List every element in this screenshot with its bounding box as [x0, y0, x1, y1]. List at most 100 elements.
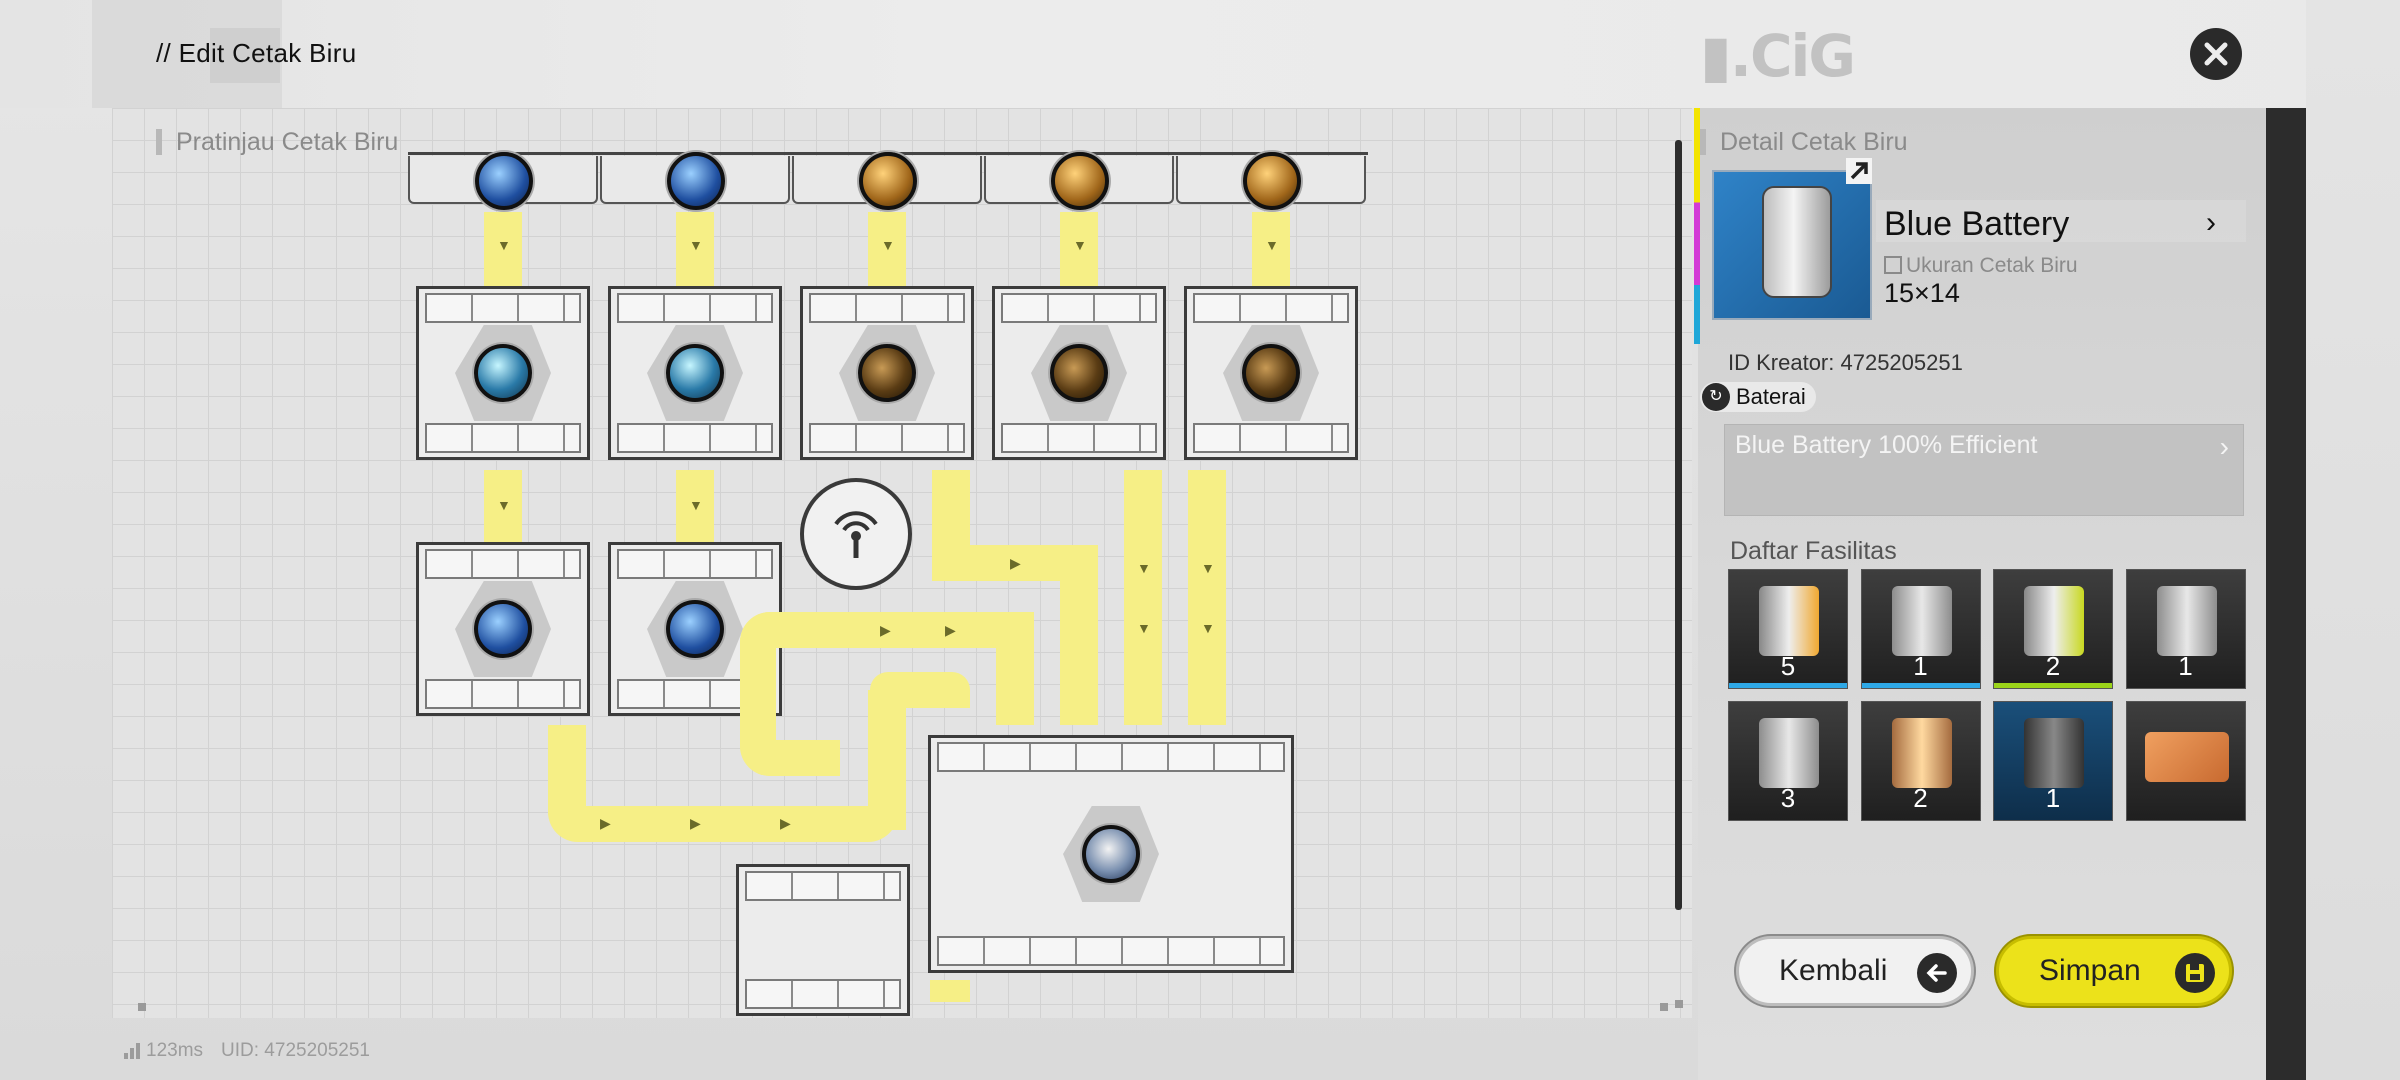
- conveyor-belt[interactable]: [1252, 212, 1290, 286]
- facility-list: 5 1 2 1 3 2 1: [1728, 569, 2246, 825]
- facility-strip: [1861, 683, 1980, 688]
- refining-unit[interactable]: [992, 286, 1166, 460]
- save-button[interactable]: Simpan: [1996, 936, 2232, 1006]
- blueprint-size-value: 15×14: [1884, 278, 1960, 308]
- conveyor-belt[interactable]: [930, 980, 970, 1002]
- conveyor-belt[interactable]: [1188, 470, 1226, 725]
- conveyor-belt[interactable]: [868, 690, 906, 830]
- status-bar: 123ms UID: 4725205251: [124, 1040, 370, 1062]
- blue-crystal-part-icon: [666, 600, 724, 658]
- facility-count: 3: [1780, 783, 1796, 813]
- preview-label: Pratinjau Cetak Biru: [156, 129, 398, 155]
- conveyor-belt[interactable]: [484, 470, 522, 544]
- conveyor-belt[interactable]: [1060, 545, 1098, 725]
- share-icon[interactable]: [1844, 156, 1874, 186]
- blue-crystal-part-icon: [474, 600, 532, 658]
- conveyor-belt[interactable]: [548, 725, 586, 815]
- floppy-disk-icon: [2175, 953, 2215, 993]
- belt-direction-arrow: ▼: [689, 237, 703, 253]
- close-button[interactable]: [2190, 28, 2242, 80]
- refining-unit[interactable]: [1184, 286, 1358, 460]
- facility-item[interactable]: 1: [2125, 569, 2246, 689]
- conveyor-belt[interactable]: [548, 806, 898, 842]
- belt-direction-arrow: ▼: [1201, 560, 1215, 576]
- conveyor-belt[interactable]: [868, 212, 906, 286]
- facility-count: 2: [1913, 783, 1928, 813]
- refining-unit[interactable]: [416, 286, 590, 460]
- chevron-right-icon: ›: [2219, 431, 2229, 462]
- facility-count: 1: [1913, 651, 1928, 681]
- battery-product-icon: [1082, 825, 1140, 883]
- belt-direction-arrow: ▼: [497, 237, 511, 253]
- right-margin: [2306, 0, 2400, 1080]
- refined-crystal-icon: [666, 344, 724, 402]
- assembly-unit[interactable]: [928, 735, 1294, 973]
- facility-count: 1: [2178, 651, 2193, 681]
- header: // Edit Cetak Biru ▮.CiG: [0, 0, 2400, 108]
- latency-value: 123ms: [146, 1040, 204, 1061]
- belt-direction-arrow: ▶: [780, 815, 791, 831]
- conveyor-belt[interactable]: [676, 470, 714, 544]
- blue-ore-icon: [475, 152, 533, 210]
- facility-item[interactable]: [2125, 701, 2246, 821]
- refined-crystal-icon: [474, 344, 532, 402]
- arrow-left-icon: [1917, 953, 1957, 993]
- belt-direction-arrow: ▶: [945, 622, 956, 638]
- close-icon: [2204, 42, 2228, 66]
- blueprint-name-row[interactable]: [1876, 200, 2246, 242]
- relay-tower-icon: [2024, 718, 2084, 788]
- blueprint-size-label: Ukuran Cetak Biru: [1884, 254, 2078, 278]
- belt-direction-arrow: ▼: [881, 237, 895, 253]
- amber-ore-icon: [859, 152, 917, 210]
- facility-count: 2: [2045, 651, 2061, 681]
- facility-item[interactable]: 5: [1728, 569, 1848, 689]
- facility-count: 5: [1780, 651, 1796, 681]
- conveyor-belt[interactable]: [932, 470, 970, 550]
- conveyor-belt[interactable]: [676, 212, 714, 286]
- category-tag: ↻ Baterai: [1700, 382, 1816, 412]
- conveyor-belt[interactable]: [996, 612, 1034, 725]
- amber-chunk-icon: [858, 344, 916, 402]
- brand-logo: ▮.CiG: [1700, 22, 1856, 90]
- corner-marker: [138, 1003, 146, 1011]
- blueprint-thumbnail: [1712, 170, 1872, 320]
- back-label: Kembali: [1779, 954, 1888, 987]
- panel-accent-strip: [1694, 108, 1700, 344]
- signal-icon: [124, 1043, 140, 1059]
- conveyor-belt[interactable]: [484, 212, 522, 286]
- blueprint-name: Blue Battery: [1884, 205, 2070, 243]
- facility-count: 1: [2045, 783, 2061, 813]
- battery-image: [1762, 186, 1832, 298]
- relay-tower[interactable]: [800, 478, 912, 590]
- antenna-icon: [834, 511, 878, 558]
- storage-unit-icon: [2156, 586, 2217, 656]
- preview-scrollbar[interactable]: [1675, 140, 1682, 910]
- creator-id: ID Kreator: 4725205251: [1728, 350, 1963, 375]
- storage-unit[interactable]: [736, 864, 910, 1016]
- back-button[interactable]: Kembali: [1736, 936, 1974, 1006]
- conveyor-belt[interactable]: [804, 612, 1034, 648]
- facility-item[interactable]: 1: [1993, 701, 2113, 821]
- latency-indicator: 123ms: [124, 1040, 203, 1062]
- facility-item[interactable]: 2: [1860, 701, 1981, 821]
- refining-unit[interactable]: [800, 286, 974, 460]
- battery-tag-icon: ↻: [1702, 383, 1730, 411]
- conveyor-belt[interactable]: [740, 612, 840, 776]
- header-decoration-block: [210, 28, 280, 83]
- panel-edge: [2266, 108, 2306, 1080]
- refining-unit[interactable]: [608, 286, 782, 460]
- conveyor-belt[interactable]: [1060, 212, 1098, 286]
- amber-chunk-icon: [1242, 344, 1300, 402]
- belt-direction-arrow: ▼: [1137, 560, 1151, 576]
- corner-marker: [1660, 1003, 1668, 1011]
- shaping-unit-icon: [1891, 586, 1952, 656]
- facility-item[interactable]: 3: [1728, 701, 1848, 821]
- splitter-icon: [1759, 718, 1819, 788]
- facility-item[interactable]: 1: [1860, 569, 1981, 689]
- conveyor-belt[interactable]: [1124, 470, 1162, 725]
- shaping-unit[interactable]: [416, 542, 590, 716]
- facility-item[interactable]: 2: [1993, 569, 2113, 689]
- description-box[interactable]: Blue Battery 100% Efficient ›: [1724, 424, 2244, 516]
- belt-direction-arrow: ▶: [600, 815, 611, 831]
- amber-ore-icon: [1243, 152, 1301, 210]
